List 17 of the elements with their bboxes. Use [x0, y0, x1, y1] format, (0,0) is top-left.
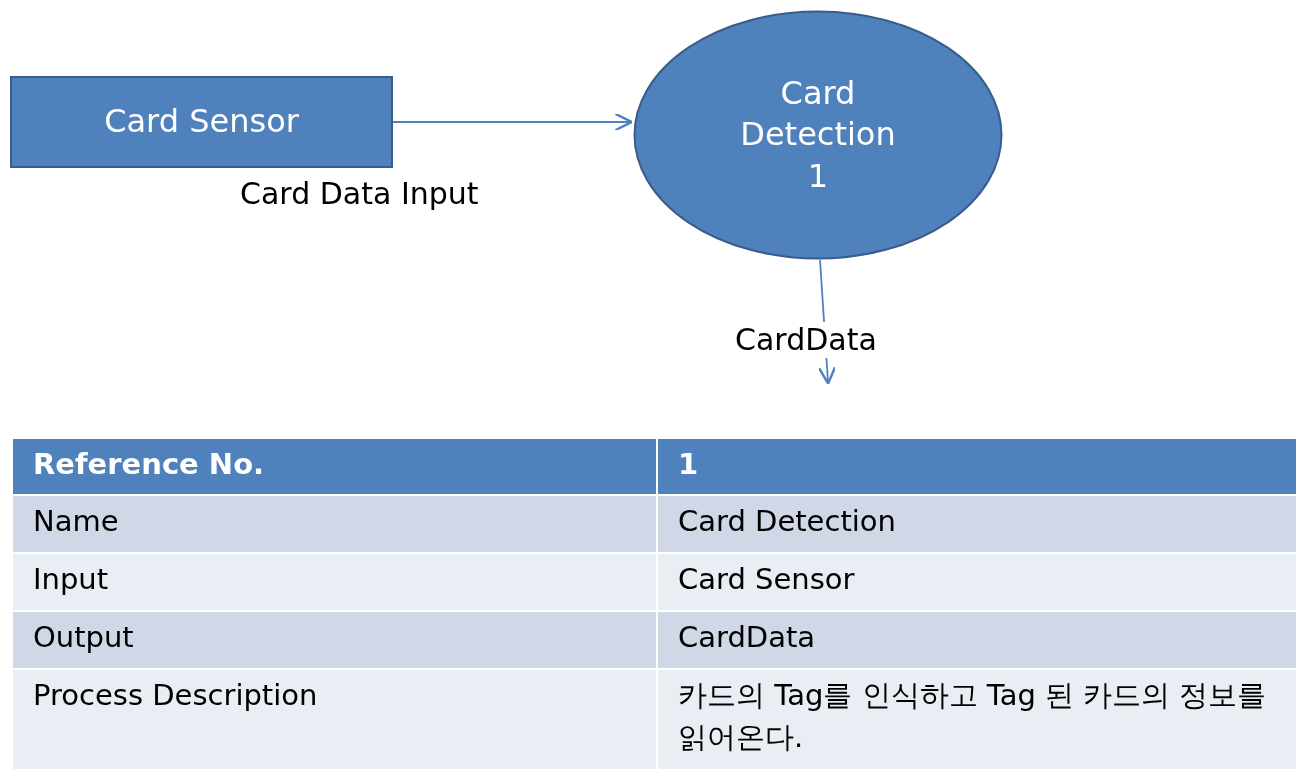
header-cell: Reference No.	[12, 438, 657, 495]
table-cell: Card Detection	[657, 495, 1297, 553]
process-circle	[633, 10, 1003, 260]
table-cell: Output	[12, 611, 657, 669]
table-cell: Name	[12, 495, 657, 553]
table-cell: Card Sensor	[657, 553, 1297, 611]
edge-label: CardData	[735, 322, 877, 358]
node-label: Card Detection	[739, 72, 897, 156]
arrow	[392, 112, 633, 132]
table-cell: 카드의 Tag를 인식하고 Tag 된 카드의 정보를 읽어온다.	[657, 669, 1297, 770]
table-cell: Process Description	[12, 669, 657, 770]
node-label: Card Sensor	[104, 101, 299, 143]
node-label: 1	[807, 155, 829, 197]
table-cell: Input	[12, 553, 657, 611]
header-cell: 1	[657, 438, 1297, 495]
table-cell: CardData	[657, 611, 1297, 669]
process-box	[10, 76, 393, 168]
